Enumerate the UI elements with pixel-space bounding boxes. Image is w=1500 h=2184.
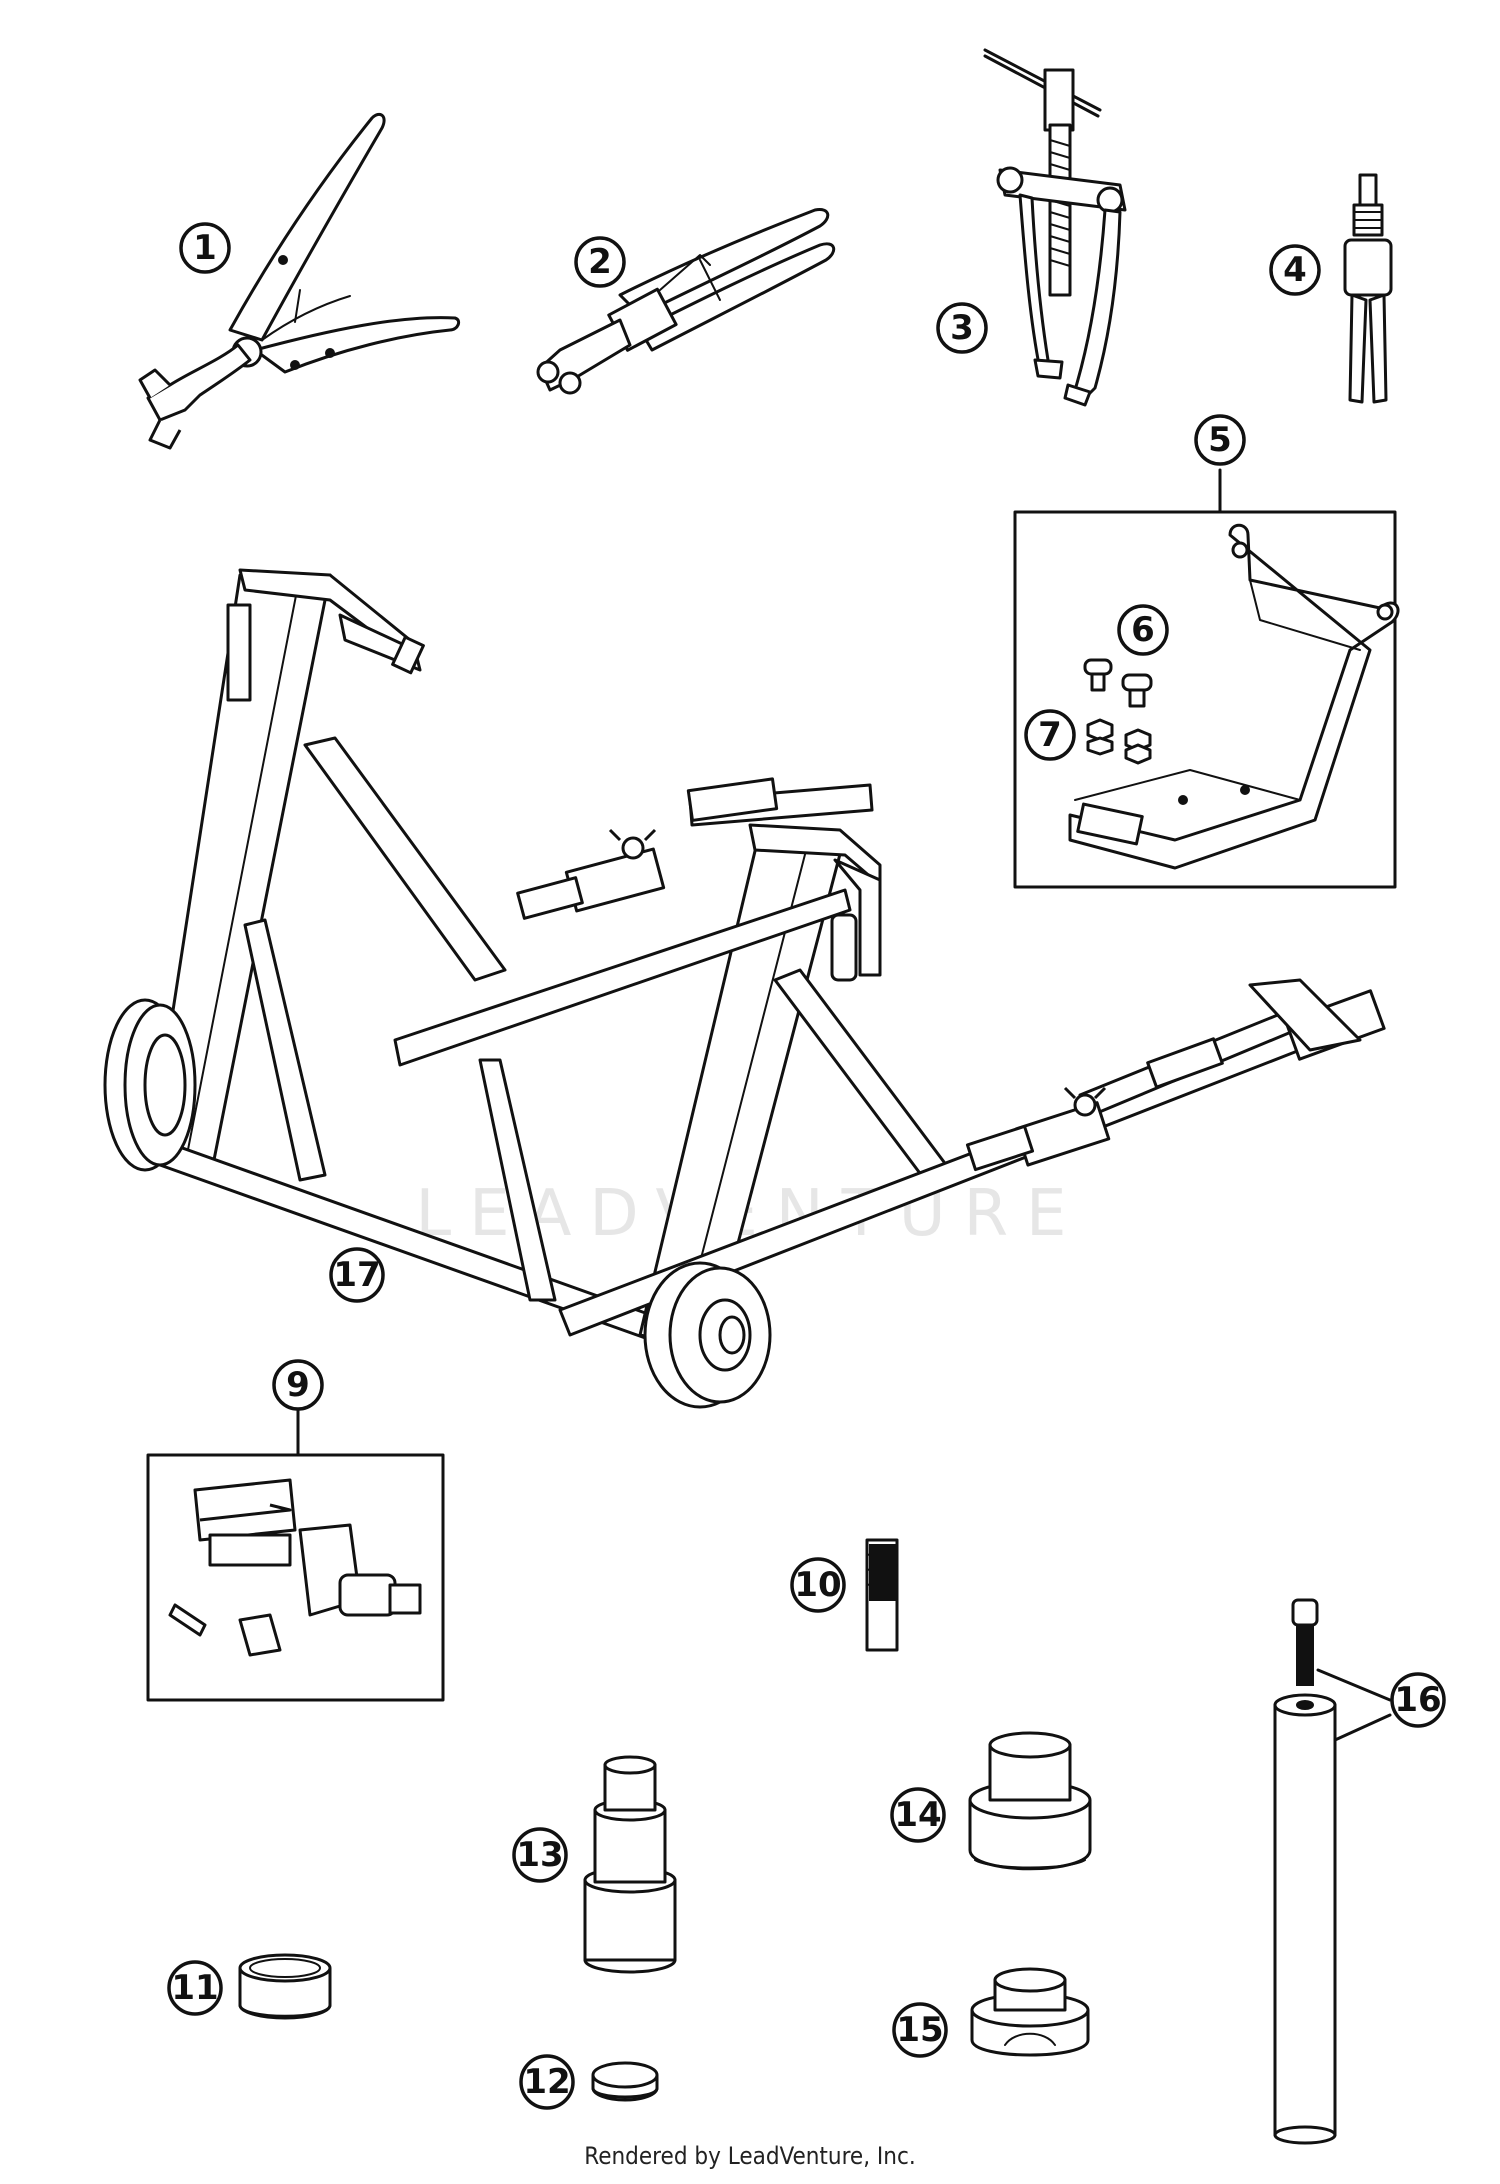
svg-text:4: 4 bbox=[1283, 250, 1307, 290]
callout-14: 14 bbox=[890, 1787, 946, 1843]
svg-text:7: 7 bbox=[1038, 715, 1062, 755]
callout-15: 15 bbox=[892, 2002, 948, 2058]
bracket-kit-icon[interactable] bbox=[1013, 468, 1400, 889]
svg-text:6: 6 bbox=[1131, 610, 1155, 650]
callout-12: 12 bbox=[519, 2054, 575, 2110]
svg-text:3: 3 bbox=[950, 308, 974, 348]
bearing-puller-icon[interactable] bbox=[1343, 173, 1393, 404]
callout-3: 3 bbox=[936, 302, 988, 354]
thread-tap-icon[interactable] bbox=[865, 1538, 899, 1652]
callout-13: 13 bbox=[512, 1827, 568, 1883]
callout-10: 10 bbox=[790, 1557, 846, 1613]
svg-text:13: 13 bbox=[516, 1835, 563, 1875]
credit-footer: Rendered by LeadVenture, Inc. bbox=[584, 2142, 916, 2170]
callout-17: 17 bbox=[329, 1247, 385, 1303]
svg-text:12: 12 bbox=[523, 2062, 570, 2102]
svg-text:14: 14 bbox=[894, 1795, 941, 1835]
svg-text:10: 10 bbox=[794, 1565, 841, 1605]
callout-16: 16 bbox=[1390, 1672, 1446, 1728]
svg-text:2: 2 bbox=[588, 242, 612, 282]
press-drift-icon[interactable] bbox=[583, 1755, 677, 1974]
svg-text:17: 17 bbox=[333, 1255, 380, 1295]
bearing-driver-icon[interactable] bbox=[968, 1731, 1092, 1871]
sleeve-icon[interactable] bbox=[238, 1953, 332, 2020]
callout-6: 6 bbox=[1117, 604, 1169, 656]
adapter-kit-icon[interactable] bbox=[146, 1408, 445, 1702]
callout-2: 2 bbox=[574, 236, 626, 288]
gear-puller-icon[interactable] bbox=[983, 48, 1127, 407]
circlip-pliers-icon[interactable] bbox=[138, 112, 461, 450]
svg-text:1: 1 bbox=[193, 228, 217, 268]
svg-text:9: 9 bbox=[286, 1365, 310, 1405]
callout-5: 5 bbox=[1194, 414, 1246, 466]
callout-9: 9 bbox=[272, 1359, 324, 1411]
drift-bar-with-bolt-icon[interactable] bbox=[1273, 1598, 1392, 2145]
svg-text:11: 11 bbox=[171, 1968, 218, 2008]
callout-7: 7 bbox=[1024, 709, 1076, 761]
svg-text:5: 5 bbox=[1208, 420, 1232, 460]
callout-11: 11 bbox=[167, 1960, 223, 2016]
seal-driver-icon[interactable] bbox=[970, 1967, 1090, 2057]
hose-clamp-pliers-icon[interactable] bbox=[536, 208, 836, 395]
cap-icon[interactable] bbox=[591, 2061, 659, 2102]
svg-text:15: 15 bbox=[896, 2010, 943, 2050]
callout-4: 4 bbox=[1269, 244, 1321, 296]
svg-text:16: 16 bbox=[1394, 1680, 1441, 1720]
work-stand-icon[interactable] bbox=[103, 568, 1386, 1409]
callout-1: 1 bbox=[179, 222, 231, 274]
